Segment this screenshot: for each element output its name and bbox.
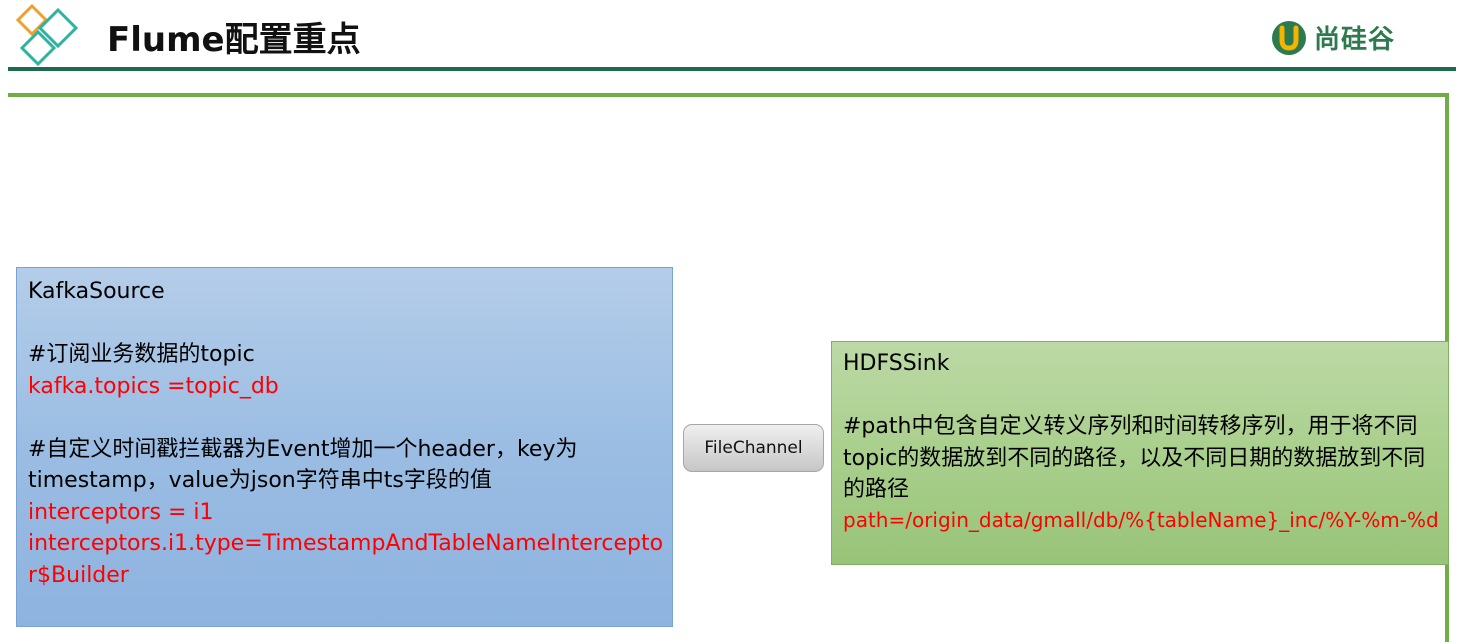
brand-u-icon bbox=[1272, 21, 1306, 55]
source-title: KafkaSource bbox=[28, 279, 165, 304]
sink-title: HDFSSink bbox=[843, 351, 950, 376]
source-config-topics: kafka.topics =topic_db bbox=[28, 373, 279, 399]
slide-title: Flume配置重点 bbox=[107, 20, 361, 60]
source-comment-topic: #订阅业务数据的topic bbox=[28, 342, 255, 367]
slide-logo-diamonds bbox=[15, 3, 79, 67]
source-config-interceptor-type: interceptors.i1.type=TimestampAndTableNa… bbox=[28, 531, 664, 588]
header-divider bbox=[8, 67, 1456, 71]
sink-comment-path: #path中包含自定义转义序列和时间转移序列，用于将不同topic的数据放到不同… bbox=[843, 414, 1426, 502]
sink-config-path: path=/origin_data/gmall/db/%{tableName}_… bbox=[843, 507, 1439, 532]
file-channel-button: FileChannel bbox=[683, 424, 824, 472]
frame-top-border bbox=[8, 93, 1449, 97]
source-config-interceptors: interceptors = i1 bbox=[28, 499, 214, 525]
brand-logo: 尚硅谷 bbox=[1270, 16, 1395, 58]
brand-name: 尚硅谷 bbox=[1314, 24, 1396, 55]
kafka-source-box: KafkaSource #订阅业务数据的topic kafka.topics =… bbox=[16, 267, 673, 627]
source-comment-interceptor: #自定义时间戳拦截器为Event增加一个header，key为timestamp… bbox=[28, 436, 578, 494]
hdfs-sink-box: HDFSSink #path中包含自定义转义序列和时间转移序列，用于将不同top… bbox=[831, 341, 1449, 565]
